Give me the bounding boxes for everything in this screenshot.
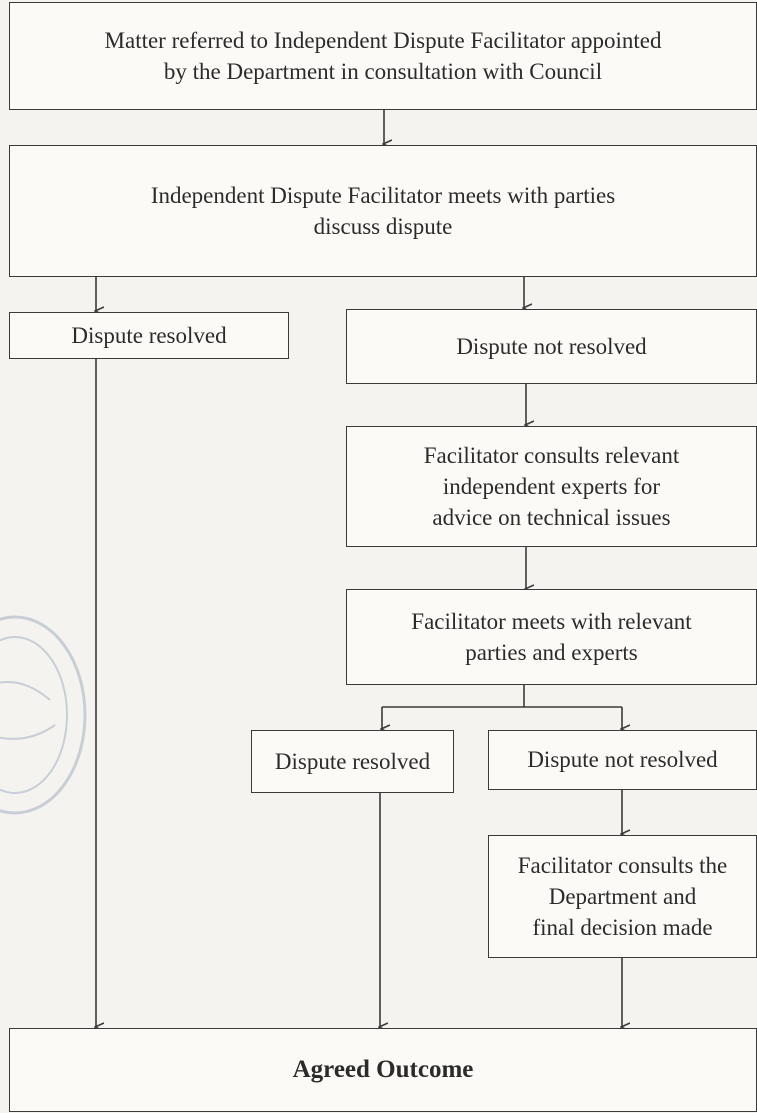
step-referral-text: Matter referred to Independent Dispute F…	[104, 27, 662, 84]
agreed-outcome: Agreed Outcome	[9, 1028, 757, 1112]
step-meet-experts-text: Facilitator meets with relevant parties …	[411, 608, 692, 665]
step-consult-experts-text: Facilitator consults relevant independen…	[423, 442, 680, 531]
outcome-dispute-not-resolved: Dispute not resolved	[346, 309, 757, 384]
outcome-dispute-resolved-mid-text: Dispute resolved	[274, 748, 431, 774]
step-referral: Matter referred to Independent Dispute F…	[9, 2, 757, 110]
step-facilitator-meets-parties: Independent Dispute Facilitator meets wi…	[9, 145, 757, 277]
stamp-watermark	[0, 615, 87, 815]
agreed-outcome-text: Agreed Outcome	[292, 1056, 474, 1084]
step-consult-department-text: Facilitator consults the Department and …	[517, 852, 728, 941]
outcome-dispute-not-resolved-final: Dispute not resolved	[488, 730, 757, 790]
step-consult-department: Facilitator consults the Department and …	[488, 835, 757, 958]
step-facilitator-meets-parties-text: Independent Dispute Facilitator meets wi…	[150, 182, 616, 239]
step-meet-experts: Facilitator meets with relevant parties …	[346, 589, 757, 685]
outcome-dispute-resolved-left: Dispute resolved	[9, 312, 289, 359]
outcome-dispute-resolved-mid: Dispute resolved	[251, 730, 454, 793]
outcome-dispute-not-resolved-final-text: Dispute not resolved	[527, 747, 718, 773]
outcome-dispute-resolved-left-text: Dispute resolved	[71, 322, 227, 348]
outcome-dispute-not-resolved-text: Dispute not resolved	[456, 333, 647, 359]
step-consult-experts: Facilitator consults relevant independen…	[346, 426, 757, 547]
